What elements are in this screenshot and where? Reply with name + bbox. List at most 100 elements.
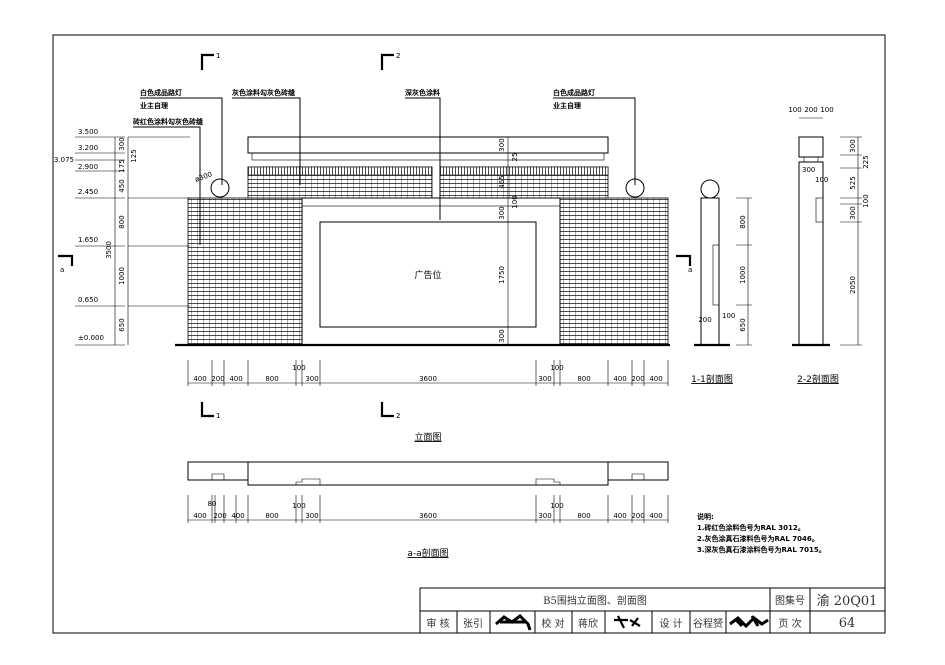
ad-board-label: 广告位 [414, 269, 441, 281]
svg-text:2: 2 [396, 52, 400, 60]
svg-text:400: 400 [231, 512, 244, 520]
drawing-title: B5围挡立面图、剖面图 [543, 594, 647, 607]
svg-text:300: 300 [802, 166, 815, 174]
svg-text:465: 465 [498, 175, 506, 188]
svg-text:校 对: 校 对 [541, 617, 564, 630]
right-pillar-brick [559, 197, 669, 346]
svg-text:200: 200 [631, 512, 644, 520]
section-markers: 1 2 1 2 a a [58, 52, 692, 420]
title-block: B5围挡立面图、剖面图 图集号 渝 20Q01 审 核 张引 校 对 蒋欣 设 … [419, 587, 886, 634]
svg-text:200: 200 [213, 512, 226, 520]
designer-signature [729, 615, 769, 629]
svg-text:3500: 3500 [105, 241, 113, 259]
svg-text:ø300: ø300 [194, 170, 213, 184]
svg-text:100: 100 [815, 176, 828, 184]
svg-text:800: 800 [577, 375, 590, 383]
top-cap [247, 136, 609, 154]
svg-text:a: a [60, 266, 64, 274]
svg-text:砖红色涂料勾灰色砖缝: 砖红色涂料勾灰色砖缝 [133, 117, 203, 126]
svg-text:200: 200 [804, 106, 817, 114]
svg-text:1: 1 [216, 52, 220, 60]
svg-text:125: 125 [130, 149, 138, 162]
atlas-number: 渝 20Q01 [817, 593, 878, 609]
svg-text:200: 200 [211, 375, 224, 383]
svg-text:300: 300 [498, 138, 506, 151]
svg-text:400: 400 [649, 512, 662, 520]
svg-text:300: 300 [305, 375, 318, 383]
svg-text:175: 175 [118, 159, 126, 172]
svg-text:3.075: 3.075 [54, 156, 74, 164]
svg-text:25: 25 [511, 153, 519, 162]
svg-text:400: 400 [613, 512, 626, 520]
bottom-dimensions: 400 200 400 800 100 300 3600 300 100 800… [187, 360, 669, 386]
svg-text:800: 800 [739, 215, 747, 228]
svg-text:800: 800 [265, 512, 278, 520]
svg-text:2: 2 [396, 412, 400, 420]
svg-text:设 计: 设 计 [659, 617, 682, 630]
section-1-1-title: 1-1剖面图 [691, 373, 733, 385]
center-dimensions: 25 300 465 300 100 1750 300 [498, 137, 519, 345]
notes: 说明: 1.砖红色涂料色号为RAL 3012。 2.灰色涂真石漆料色号为RAL … [697, 512, 826, 554]
svg-text:400: 400 [613, 375, 626, 383]
svg-text:1.650: 1.650 [78, 236, 98, 244]
reviewer-signature [495, 614, 532, 631]
svg-text:200: 200 [698, 316, 711, 324]
svg-text:2050: 2050 [849, 276, 857, 294]
svg-text:说明:: 说明: [697, 512, 714, 521]
section-2-2-title: 2-2剖面图 [797, 373, 839, 385]
left-pillar-brick [187, 197, 303, 346]
svg-text:300: 300 [305, 512, 318, 520]
svg-text:300: 300 [118, 137, 126, 150]
svg-text:谷程赟: 谷程赟 [693, 617, 723, 630]
svg-text:3.500: 3.500 [78, 128, 98, 136]
svg-text:2.450: 2.450 [78, 188, 98, 196]
svg-text:白色成品路灯: 白色成品路灯 [140, 88, 182, 97]
svg-text:业主自理: 业主自理 [553, 101, 581, 110]
svg-text:3600: 3600 [419, 512, 437, 520]
svg-text:400: 400 [193, 375, 206, 383]
svg-text:3.200: 3.200 [78, 144, 98, 152]
svg-text:100: 100 [292, 502, 305, 510]
svg-text:深灰色涂料: 深灰色涂料 [405, 88, 440, 97]
svg-text:100: 100 [550, 364, 563, 372]
svg-text:3600: 3600 [419, 375, 437, 383]
svg-text:300: 300 [849, 139, 857, 152]
svg-text:0.650: 0.650 [78, 296, 98, 304]
svg-text:300: 300 [849, 206, 857, 219]
svg-text:业主自理: 业主自理 [140, 101, 168, 110]
svg-text:525: 525 [849, 176, 857, 189]
section-1-1: 800 1000 650 200 100 1-1剖面图 [691, 179, 752, 385]
svg-text:3.深灰色真石漆涂料色号为RAL 7015。: 3.深灰色真石漆涂料色号为RAL 7015。 [697, 545, 826, 554]
svg-text:100: 100 [511, 195, 519, 208]
svg-text:450: 450 [118, 179, 126, 192]
svg-text:800: 800 [577, 512, 590, 520]
page-number: 64 [839, 616, 856, 631]
svg-text:100: 100 [788, 106, 801, 114]
svg-text:蒋欣: 蒋欣 [578, 617, 598, 630]
elevation-title: 立面图 [414, 431, 441, 443]
svg-text:100: 100 [722, 312, 735, 320]
plan-title: a-a剖面图 [407, 547, 448, 559]
svg-text:1000: 1000 [739, 266, 747, 284]
svg-text:100: 100 [292, 364, 305, 372]
svg-text:白色成品路灯: 白色成品路灯 [553, 88, 595, 97]
section-2-2: 100 200 100 300 225 525 300 100 2050 300… [788, 106, 870, 385]
svg-text:80: 80 [208, 500, 217, 508]
svg-text:审 核: 审 核 [426, 617, 449, 630]
checker-signature [614, 615, 641, 629]
svg-text:300: 300 [498, 329, 506, 342]
svg-text:300: 300 [538, 512, 551, 520]
svg-text:2.900: 2.900 [78, 163, 98, 171]
svg-text:张引: 张引 [463, 618, 483, 630]
svg-text:1.砖红色涂料色号为RAL 3012。: 1.砖红色涂料色号为RAL 3012。 [697, 523, 805, 532]
ad-board [319, 221, 537, 328]
svg-text:400: 400 [229, 375, 242, 383]
svg-text:1750: 1750 [498, 266, 506, 284]
svg-text:100: 100 [820, 106, 833, 114]
plan-a-a: 400 80 200 400 800 100 300 3600 300 100 … [187, 461, 669, 559]
svg-text:1: 1 [216, 412, 220, 420]
lamp-left [210, 178, 230, 198]
svg-text:200: 200 [631, 375, 644, 383]
svg-text:400: 400 [649, 375, 662, 383]
